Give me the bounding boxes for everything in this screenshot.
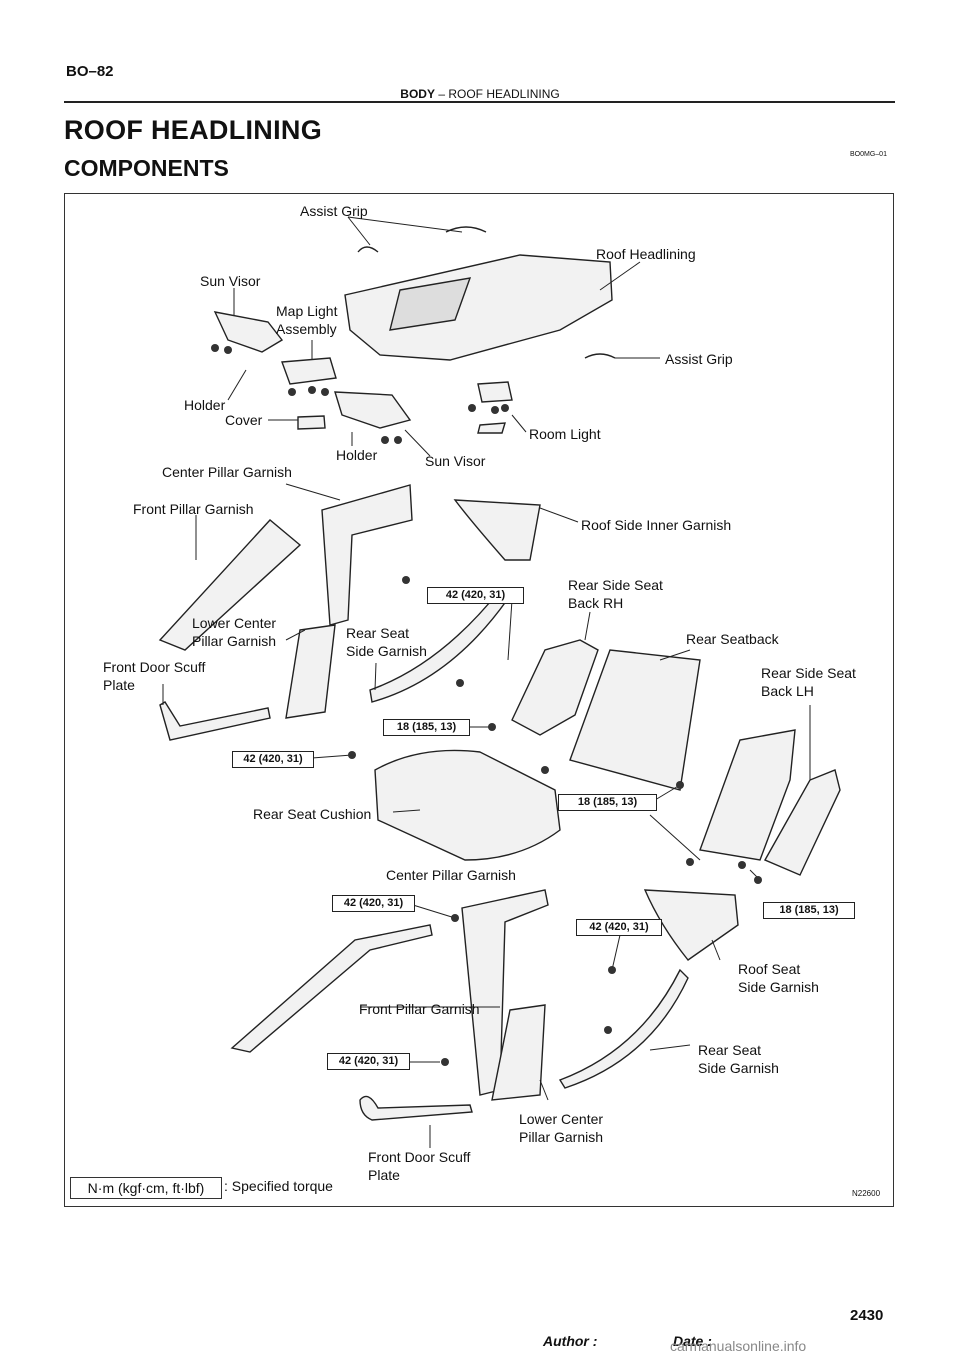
label-assist-grip-top: Assist Grip: [300, 203, 368, 219]
components-figure: [64, 193, 894, 1207]
lower-center-pillar-lower-part: [491, 1004, 546, 1101]
assist-grip-part: [445, 226, 487, 233]
torque-spec-box: 18 (185, 13): [763, 902, 855, 919]
label-front-door-scuff-top: Front Door Scuff Plate: [103, 659, 206, 693]
label-front-pillar-garnish-bottom: Front Pillar Garnish: [359, 1001, 480, 1017]
room-light-part: [477, 381, 513, 403]
front-door-scuff-part: [159, 701, 271, 741]
rear-side-seat-back-lh-part: [764, 769, 841, 876]
label-rear-seatback: Rear Seatback: [686, 631, 779, 647]
label-center-pillar-garnish-bottom: Center Pillar Garnish: [386, 867, 516, 883]
label-roof-headlining: Roof Headlining: [596, 246, 696, 262]
label-holder-left: Holder: [184, 397, 226, 413]
watermark: carmanualsonline.info: [670, 1338, 807, 1354]
front-pillar-garnish-lower-part: [230, 924, 433, 1053]
label-holder-center: Holder: [336, 447, 378, 463]
label-front-pillar-garnish-top: Front Pillar Garnish: [133, 501, 254, 517]
rear-seat-cushion-part: [374, 749, 561, 861]
torque-spec-box: 42 (420, 31): [427, 587, 524, 604]
center-pillar-garnish-lower-part: [461, 889, 549, 1096]
page-subtitle: COMPONENTS: [64, 155, 229, 181]
label-map-light: Map Light Assembly: [276, 303, 338, 337]
label-roof-side-inner-garnish: Roof Side Inner Garnish: [581, 517, 732, 533]
label-lower-center-pillar-top: Lower Center Pillar Garnish: [192, 615, 277, 649]
label-rear-side-seat-back-rh: Rear Side Seat Back RH: [568, 577, 663, 611]
label-sun-visor-left: Sun Visor: [200, 273, 261, 289]
running-head: BODY – ROOF HEADLINING: [0, 87, 960, 101]
label-assist-grip-right: Assist Grip: [665, 351, 733, 367]
center-pillar-garnish-part: [321, 484, 413, 626]
label-rear-seat-cushion: Rear Seat Cushion: [253, 806, 372, 822]
torque-legend-text: : Specified torque: [224, 1178, 333, 1194]
torque-spec-box: 42 (420, 31): [576, 919, 662, 936]
cover-part: [297, 415, 326, 430]
assist-grip-part: [584, 353, 616, 359]
label-center-pillar-garnish-top: Center Pillar Garnish: [162, 464, 292, 480]
label-room-light: Room Light: [529, 426, 601, 442]
front-pillar-garnish-part: [158, 519, 302, 651]
subsection-name: ROOF HEADLINING: [448, 87, 560, 101]
roof-headlining-part: [344, 254, 613, 361]
torque-spec-box: 42 (420, 31): [332, 895, 415, 912]
torque-spec-box: 42 (420, 31): [327, 1053, 410, 1070]
separator: –: [438, 87, 445, 101]
doc-code: BO0MG–01: [850, 151, 887, 158]
label-roof-seat-side-garnish: Roof Seat Side Garnish: [738, 961, 819, 995]
page-number: 2430: [850, 1307, 884, 1324]
roof-side-inner-part: [453, 499, 541, 561]
label-front-door-scuff-bottom: Front Door Scuff Plate: [368, 1149, 471, 1183]
page-title: ROOF HEADLINING: [64, 115, 322, 145]
sun-visor-part: [213, 311, 284, 353]
footer-date: Date :: [673, 1333, 712, 1349]
lower-center-pillar-part: [285, 624, 336, 719]
torque-spec-box: 18 (185, 13): [558, 794, 657, 811]
header-rule: [64, 101, 895, 103]
map-light-part: [281, 357, 337, 385]
label-lower-center-pillar-bottom: Lower Center Pillar Garnish: [519, 1111, 604, 1145]
torque-spec-box: 42 (420, 31): [232, 751, 314, 768]
rear-seatback-part: [569, 649, 701, 791]
rear-seat-side-garnish-lower-part: [558, 968, 689, 1089]
page-code: BO–82: [66, 63, 114, 80]
assist-grip-part: [357, 246, 379, 253]
front-door-scuff-lower-part: [359, 1095, 473, 1121]
rear-side-seat-back-rh-part: [511, 639, 599, 736]
label-rear-side-seat-back-lh: Rear Side Seat Back LH: [761, 665, 856, 699]
torque-spec-box: 18 (185, 13): [383, 719, 470, 736]
label-sun-visor-center: Sun Visor: [425, 453, 486, 469]
footer-author: Author :: [543, 1333, 598, 1349]
torque-legend-unit: N·m (kgf·cm, ft·lbf): [70, 1177, 222, 1199]
section-name: BODY: [400, 87, 435, 101]
label-rear-seat-side-garnish-bottom: Rear Seat Side Garnish: [698, 1042, 779, 1076]
label-cover: Cover: [225, 412, 263, 428]
figure-code: N22600: [852, 1189, 881, 1198]
sun-visor-part: [334, 391, 412, 429]
label-rear-seat-side-garnish-top: Rear Seat Side Garnish: [346, 625, 427, 659]
